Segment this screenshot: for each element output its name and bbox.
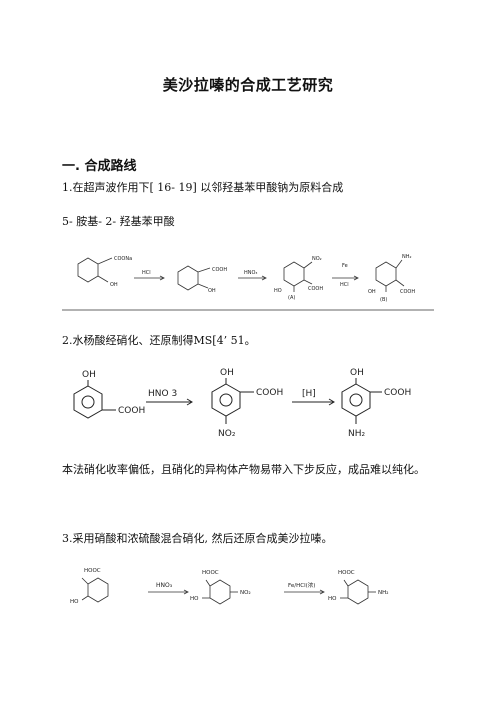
route2-note: 本法硝化收率偏低，且硝化的异构体产物易带入下步反应，成品难以纯化。	[62, 463, 425, 476]
reagent-label: HCl	[142, 270, 151, 276]
benzene-ring	[283, 261, 305, 287]
substituent-label: NO₂	[312, 256, 322, 262]
substituent-label: HOOC	[84, 568, 101, 574]
reaction-scheme-1: COONa OH HCl COOH OH HNO₃ NO₂ HO COOH (A…	[62, 254, 434, 311]
substituent-label: HO	[274, 288, 282, 294]
benzene-ring	[341, 383, 371, 417]
route2-line: 2.水杨酸经硝化、还原制得MS[4’ 51。	[62, 334, 256, 347]
page-title: 美沙拉嗪的合成工艺研究	[162, 76, 334, 94]
substituent-label: NH₂	[402, 254, 412, 260]
reagent-label: HNO₃	[244, 270, 257, 276]
benzene-ring	[347, 579, 369, 605]
aromatic-circle	[349, 393, 363, 407]
benzene-ring	[177, 265, 199, 291]
route3-line: 3.采用硝酸和浓硫酸混合硝化, 然后还原合成美沙拉嗪。	[62, 532, 333, 545]
route1-line2: 5- 胺基- 2- 羟基苯甲酸	[62, 215, 175, 228]
reagent-label: HNO₃	[156, 582, 173, 589]
substituent-label: OH	[110, 282, 118, 288]
substituent-label: NO₂	[240, 590, 251, 596]
substituent-label: HO	[190, 596, 199, 602]
substituent-label: NO₂	[218, 429, 236, 439]
substituent-label: COOH	[384, 388, 411, 398]
benzene-ring	[73, 385, 103, 419]
compound-label: (B)	[380, 297, 387, 303]
reagent-label: HNO 3	[148, 389, 177, 399]
substituent-label: COOH	[256, 388, 283, 398]
substituent-label: NH₂	[378, 590, 388, 596]
substituent-label: HO	[70, 599, 79, 605]
reaction-scheme-2: OH COOH HNO 3 OH COOH NO₂ [H] OH COOH NH…	[73, 368, 411, 439]
substituent-label: HOOC	[338, 570, 355, 576]
substituent-label: OH	[208, 288, 216, 294]
substituent-label: NH₂	[348, 429, 366, 439]
reaction-scheme-3: HOOC HO HNO₃ HOOC HO NO₂ Fe/HCl(浓) HOOC …	[70, 568, 388, 605]
aromatic-circle	[219, 393, 233, 407]
reagent-label: Fe/HCl(浓)	[288, 581, 315, 589]
substituent-label: OH	[350, 368, 364, 378]
substituent-label: COOH	[308, 286, 323, 292]
benzene-ring	[375, 261, 397, 287]
route1-line1: 1.在超声波作用下[ 16- 19] 以邻羟基苯甲酸钠为原料合成	[62, 181, 344, 194]
substituent-label: OH	[220, 368, 234, 378]
reagent-label: [H]	[302, 389, 316, 399]
benzene-ring	[211, 383, 241, 417]
substituent-label: HO	[328, 596, 337, 602]
substituent-label: COOH	[118, 406, 145, 416]
reagent-label: HCl	[340, 282, 349, 288]
substituent-label: COOH	[400, 289, 415, 295]
benzene-ring	[87, 577, 109, 603]
benzene-ring	[209, 579, 231, 605]
substituent-label: COONa	[114, 256, 132, 262]
substituent-label: OH	[82, 370, 96, 380]
substituent-label: HOOC	[202, 570, 219, 576]
substituent-label: COOH	[212, 267, 227, 273]
reagent-label: Fe	[342, 263, 348, 269]
substituent-label: OH	[368, 289, 376, 295]
section-heading: 一. 合成路线	[62, 159, 137, 174]
aromatic-circle	[81, 395, 95, 409]
compound-label: (A)	[288, 295, 295, 301]
benzene-ring	[77, 257, 99, 283]
